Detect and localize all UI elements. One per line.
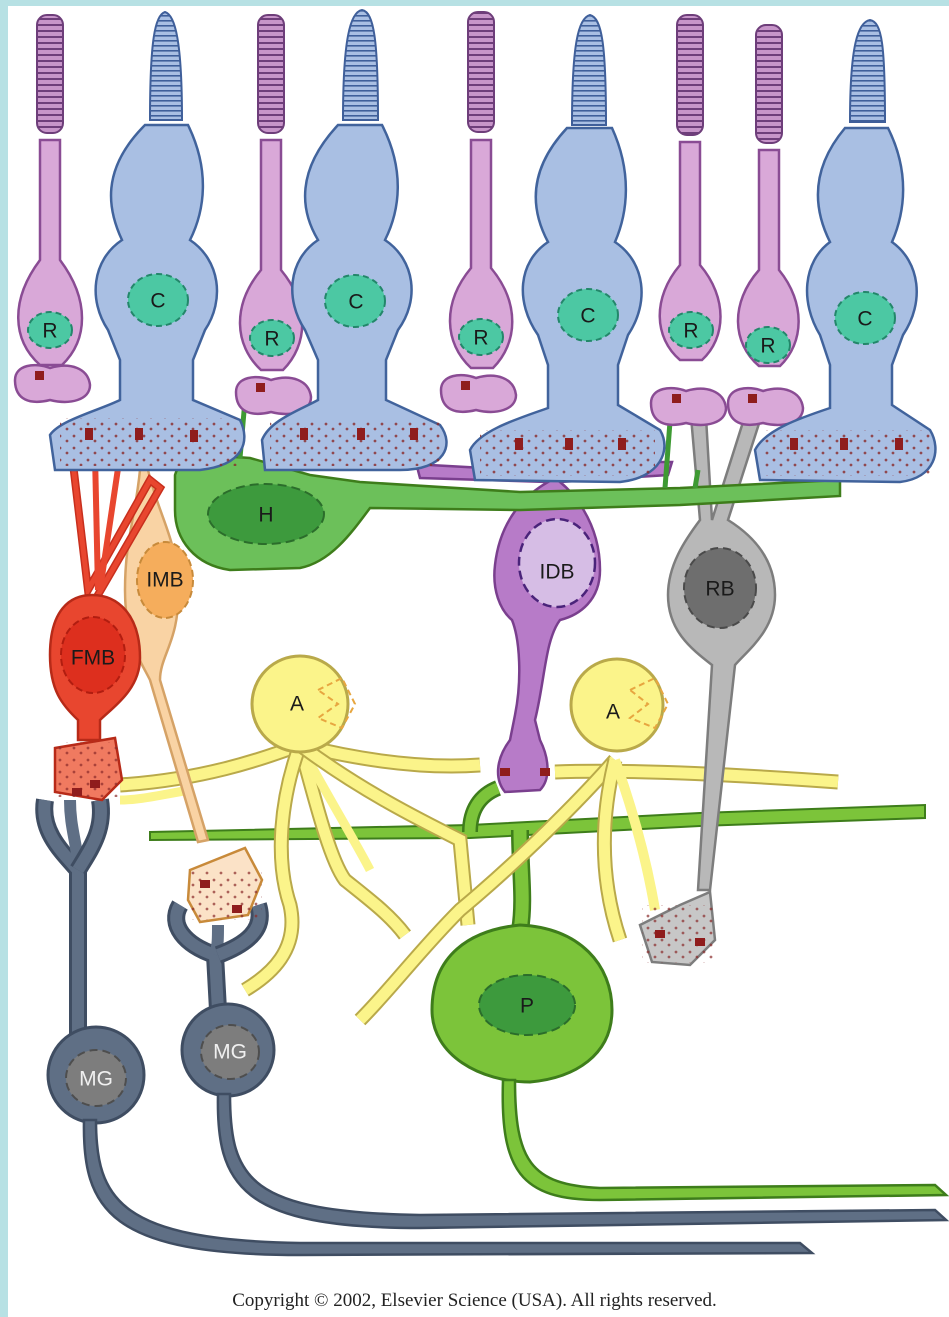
cone-label-2: C: [348, 291, 363, 314]
cone-label-3: C: [580, 305, 595, 328]
cone-label-1: C: [150, 290, 165, 313]
mg-label-2: MG: [213, 1041, 247, 1064]
rb-label: RB: [705, 578, 734, 601]
parasol-label: P: [520, 995, 534, 1018]
rod-label-1: R: [42, 320, 57, 343]
fmb-label: FMB: [71, 647, 115, 670]
amacrine-label-2: A: [606, 701, 620, 724]
copyright-notice: Copyright © 2002, Elsevier Science (USA)…: [0, 1290, 949, 1312]
rod-1: [15, 15, 90, 402]
rod-label-2: R: [264, 328, 279, 351]
rod-label-3: R: [473, 327, 488, 350]
horizontal-label: H: [258, 504, 273, 527]
cone-label-4: C: [857, 308, 872, 331]
mg-label-1: MG: [79, 1068, 113, 1091]
rod-label-5: R: [760, 335, 775, 358]
rod-5: [728, 25, 803, 425]
amacrine-label-1: A: [290, 693, 304, 716]
idb-label: IDB: [539, 561, 574, 584]
parasol-ganglion-cell: [150, 788, 946, 1200]
rod-4: [651, 15, 726, 425]
rod-label-4: R: [683, 320, 698, 343]
imb-label: IMB: [146, 569, 183, 592]
rod-2: [236, 15, 311, 414]
cone-1: [50, 12, 244, 470]
rod-3: [441, 12, 516, 412]
